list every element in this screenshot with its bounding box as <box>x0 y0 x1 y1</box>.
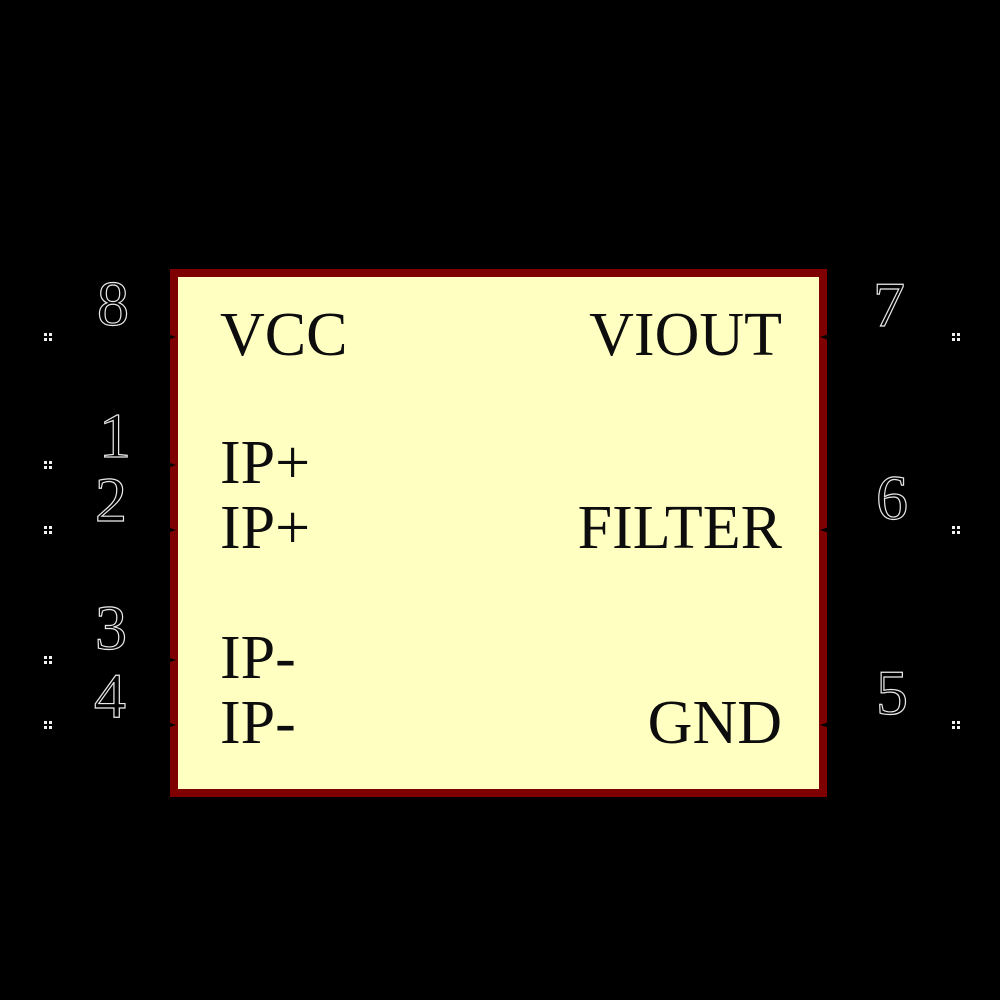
pin-number-6: 6 <box>876 462 908 533</box>
pin-label-ip-plus-1: IP+ <box>220 429 311 497</box>
pin-endpoint-dots-icon <box>44 656 47 659</box>
pin-number-8: 8 <box>97 268 129 339</box>
component-body[interactable] <box>170 269 827 797</box>
pin-number-5: 5 <box>876 657 908 728</box>
pin-label-ip-plus-2: IP+ <box>220 494 311 562</box>
pin-number-7: 7 <box>873 269 905 340</box>
pin-label-viout: VIOUT <box>589 301 782 369</box>
pin-endpoint-dots-icon <box>952 333 955 336</box>
pin-endpoint-dots-icon <box>952 526 955 529</box>
pin-label-ip-minus-2: IP- <box>220 689 296 757</box>
pin-arrow-icon <box>158 654 176 666</box>
pin-endpoint-dots-icon <box>44 526 47 529</box>
pin-endpoint-dots-icon <box>44 721 47 724</box>
pin-arrow-icon <box>158 331 176 343</box>
pin-arrow-icon <box>158 524 176 536</box>
pin-arrow-icon <box>820 524 838 536</box>
pin-endpoint-dots-icon <box>44 461 47 464</box>
pin-number-4: 4 <box>94 660 126 731</box>
pin-arrow-icon <box>158 459 176 471</box>
pin-number-1: 1 <box>99 400 131 471</box>
pin-number-3: 3 <box>95 592 127 663</box>
pin-label-filter: FILTER <box>577 494 782 562</box>
pin-label-gnd: GND <box>647 689 782 757</box>
pin-endpoint-dots-icon <box>952 721 955 724</box>
pin-label-ip-minus-1: IP- <box>220 624 296 692</box>
pin-number-2: 2 <box>95 464 127 535</box>
pin-label-vcc: VCC <box>220 301 348 369</box>
pin-arrow-icon <box>820 719 838 731</box>
pin-endpoint-dots-icon <box>44 333 47 336</box>
pin-arrow-icon <box>158 719 176 731</box>
pin-arrow-icon <box>820 331 838 343</box>
